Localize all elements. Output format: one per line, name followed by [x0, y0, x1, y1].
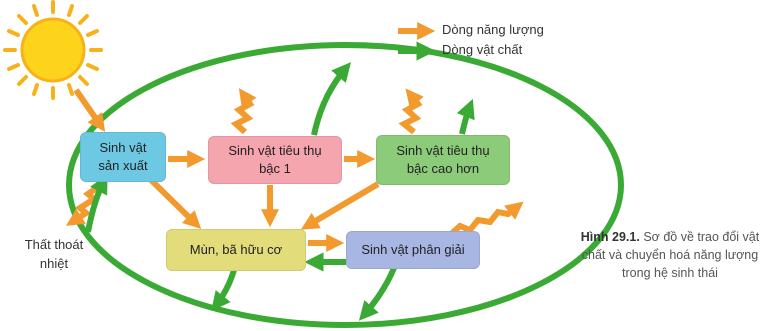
legend-matter-label: Dòng vật chất — [442, 42, 523, 57]
node-producer: Sinh vật sản xuất — [80, 132, 166, 182]
matter-arrow-consumer1-ellipse — [311, 62, 351, 136]
matter-cycle-ellipse — [66, 42, 624, 328]
matter-arrow-detritus-ellipse — [211, 269, 237, 311]
heat-loss-label: Thất thoát nhiệt — [14, 236, 94, 274]
node-detritus: Mùn, bã hữu cơ — [166, 229, 306, 271]
heat-loss-zigzag-producer — [65, 184, 100, 226]
node-consumer1: Sinh vật tiêu thụ bậc 1 — [208, 136, 342, 184]
node-consumer-higher: Sinh vật tiêu thụ bậc cao hơn — [376, 135, 510, 185]
node-producer-line1: Sinh vật — [99, 140, 147, 156]
sun-icon — [3, 0, 103, 100]
heat-loss-line1: Thất thoát — [24, 237, 84, 252]
node-producer-line2: sản xuất — [98, 158, 148, 173]
matter-arrow-decomposer-ellipse — [358, 266, 397, 321]
heat-loss-line2: nhiệt — [39, 255, 69, 271]
matter-arrow-higher-ellipse — [456, 98, 475, 135]
figure-caption-text: Sơ đồ về trao đổi vật chất và chuyển hoá… — [581, 230, 760, 281]
node-decomposer: Sinh vật phân giải — [346, 231, 480, 269]
energy-arrow-higher-detritus — [300, 181, 380, 230]
legend-energy-label: Dòng năng lượng — [442, 22, 544, 37]
node-detritus-line1: Mùn, bã hữu cơ — [189, 242, 283, 258]
figure-caption-label: Hình 29.1. — [580, 230, 640, 244]
node-consumer-higher-line1: Sinh vật tiêu thụ — [396, 143, 490, 159]
heat-loss-zigzag-decomposer — [447, 201, 524, 238]
figure-caption: Hình 29.1. Sơ đồ về trao đổi vật chất và… — [579, 228, 761, 282]
energy-arrow-producer-detritus — [148, 177, 202, 230]
matter-arrow-ellipse-producer — [85, 174, 108, 233]
node-consumer1-line2: bậc 1 — [259, 161, 291, 176]
node-consumer-higher-line2: bậc cao hơn — [406, 161, 480, 176]
node-decomposer-line1: Sinh vật phân giải — [361, 242, 465, 258]
energy-arrow-sun-producer — [73, 88, 106, 132]
heat-loss-zigzag-higher — [398, 88, 424, 135]
heat-loss-zigzag-consumer1 — [230, 88, 257, 135]
node-consumer1-line1: Sinh vật tiêu thụ — [228, 143, 322, 159]
